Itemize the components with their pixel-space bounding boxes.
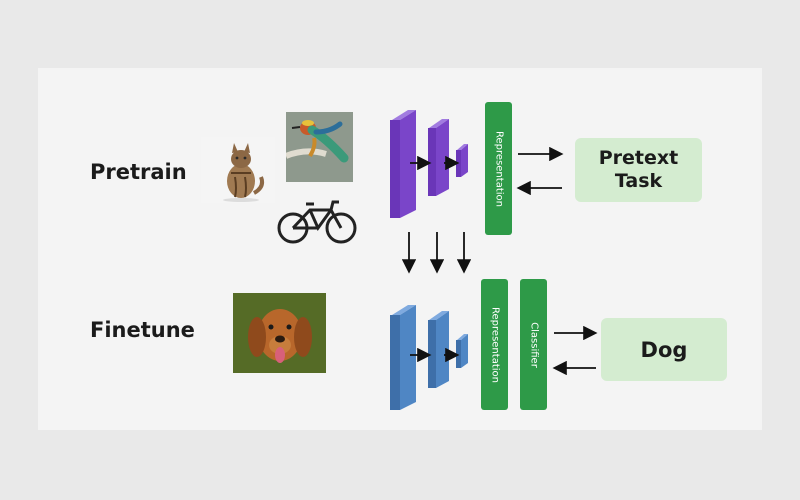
bicycle-photo — [276, 196, 358, 246]
finetune-encoder — [390, 305, 468, 410]
pretext-task-line1: Pretext — [598, 147, 679, 169]
dog-output-box: Dog — [601, 318, 727, 381]
dog-photo — [233, 293, 326, 373]
pretrain-representation-label: Representation — [493, 130, 504, 207]
pretext-arrows — [516, 146, 564, 196]
dog-output-label: Dog — [640, 337, 688, 362]
cat-photo — [201, 137, 275, 203]
classifier-bar: Classifier — [520, 279, 547, 410]
finetune-label: Finetune — [90, 318, 195, 342]
pretrain-encoder — [390, 110, 468, 218]
finetune-representation-label: Representation — [489, 306, 500, 383]
finetune-representation-bar: Representation — [481, 279, 508, 410]
pretrain-representation-bar: Representation — [485, 102, 512, 235]
pretext-task-box: Pretext Task — [575, 138, 702, 202]
pretext-task-line2: Task — [614, 170, 663, 192]
transfer-arrows — [401, 232, 472, 274]
bird-photo — [286, 112, 353, 182]
classifier-label: Classifier — [528, 321, 539, 368]
classifier-arrows — [552, 325, 598, 376]
pretrain-label: Pretrain — [90, 160, 187, 184]
